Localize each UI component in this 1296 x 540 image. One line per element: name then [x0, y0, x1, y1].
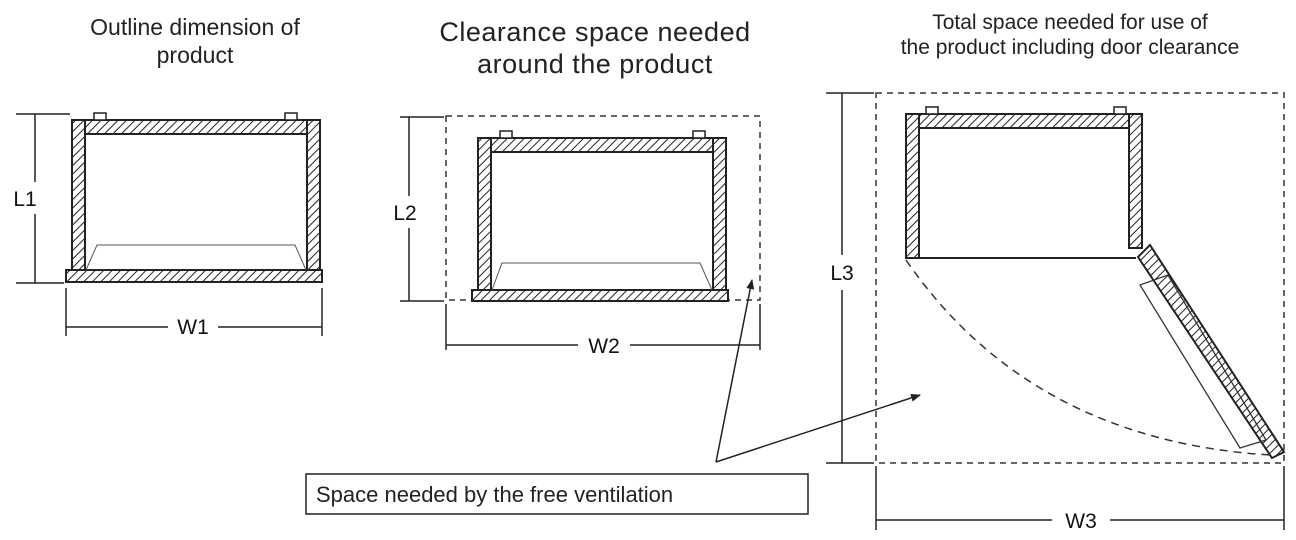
- product-body-3: [905, 106, 1143, 259]
- dimension-l3: L3: [826, 92, 874, 464]
- pointer-arrow-clearance: [715, 279, 755, 463]
- ventilation-note-box: [305, 473, 809, 515]
- caption-total-line-2: the product including door clearance: [900, 36, 1240, 60]
- total-space-boundary: [875, 92, 1285, 464]
- dimension-l2: L2: [393, 116, 444, 302]
- label-w2: W2: [588, 335, 620, 358]
- caption-outline-dimension: Outline dimension of product: [70, 14, 320, 69]
- open-door: [1136, 243, 1286, 460]
- label-w3: W3: [1065, 510, 1097, 533]
- ventilation-callout: Space needed by the free ventilation: [305, 279, 921, 515]
- dimension-w1: W1: [65, 288, 323, 339]
- dimension-l1: L1: [13, 113, 70, 284]
- dimension-w2: W2: [445, 304, 761, 358]
- door-swing-arc: [905, 259, 1271, 456]
- caption-total-space: Total space needed for use of the produc…: [855, 10, 1285, 60]
- caption-clearance-line-2: around the product: [477, 49, 713, 80]
- caption-outline-line-1: Outline dimension of: [90, 14, 300, 40]
- figure-total-space: L3 W3: [826, 92, 1286, 533]
- figure-outline-product: L1 W1: [13, 112, 323, 339]
- pointer-arrow-total: [715, 394, 921, 463]
- label-w1: W1: [177, 316, 209, 339]
- caption-outline-line-2: product: [156, 41, 234, 68]
- figure-clearance-space: L2 W2: [393, 115, 761, 358]
- label-l1: L1: [13, 188, 36, 211]
- label-l2: L2: [393, 202, 416, 225]
- caption-total-line-1: Total space needed for use of: [932, 11, 1208, 34]
- label-l3: L3: [830, 262, 853, 285]
- dimension-w3: W3: [875, 466, 1285, 533]
- caption-clearance-space: Clearance space needed around the produc…: [395, 16, 795, 81]
- product-body-2: [471, 130, 729, 302]
- ventilation-note-text: Space needed by the free ventilation: [316, 482, 673, 507]
- caption-clearance-line-1: Clearance space needed: [439, 17, 751, 47]
- product-body-1: [65, 112, 323, 283]
